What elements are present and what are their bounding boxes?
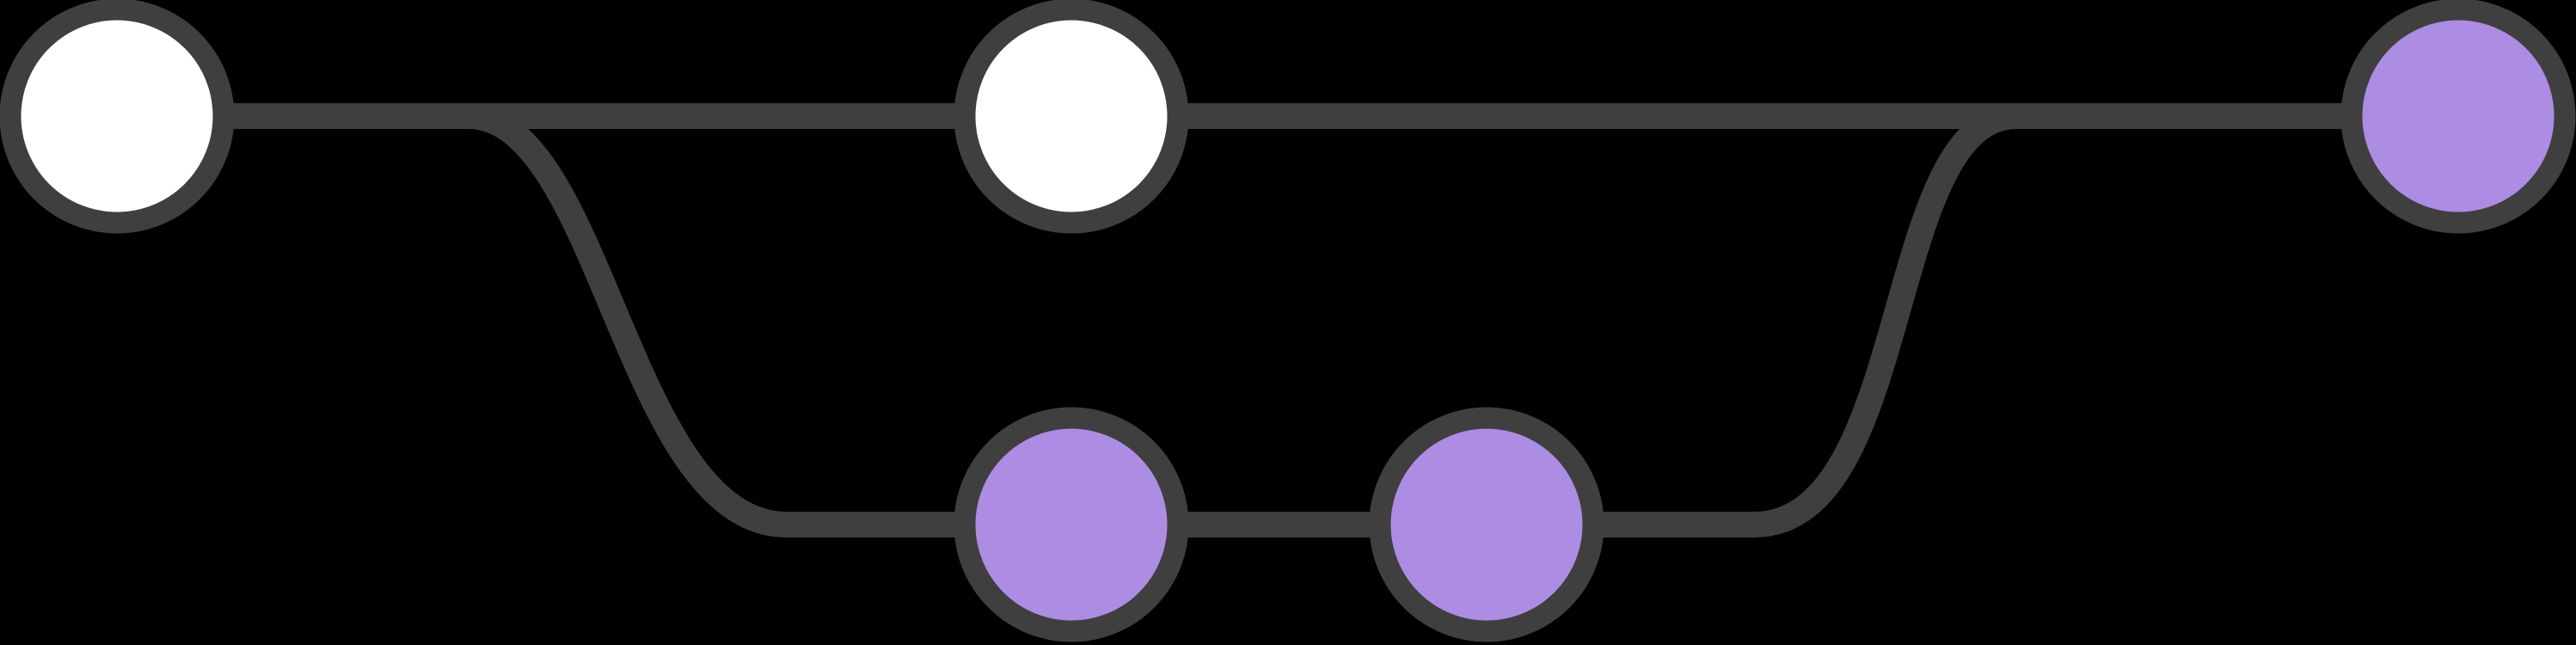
commit-merge	[2340, 0, 2576, 234]
commit-branch-1	[954, 407, 1189, 642]
commit-branch-2	[1369, 407, 1604, 642]
commit-main-1	[0, 0, 235, 234]
edge-branch-line	[467, 103, 2018, 538]
commit-main-2	[954, 0, 1189, 234]
